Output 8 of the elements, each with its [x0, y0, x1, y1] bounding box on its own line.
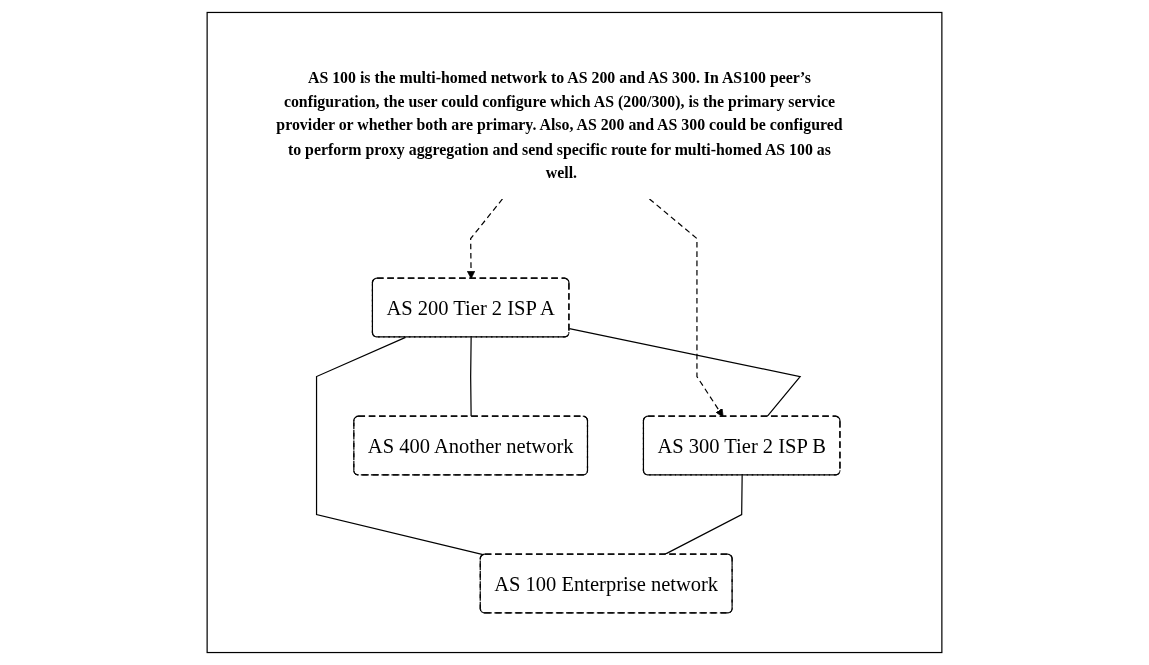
arrow — [466, 198, 504, 280]
cluster — [206, 11, 943, 654]
connector — [470, 336, 472, 418]
connector — [568, 328, 802, 418]
arrow — [648, 198, 724, 417]
connector — [663, 474, 743, 556]
node-text: AS 100 is the multi-homed network to AS 200 and AS 300. In AS100 peer’s configuration, the user could configure which AS (200/300), is the primary service provider or whether both are primary. Also, AS 200 and AS 300 could be configured to perform proxy aggregation and send specific route for multi-homed AS 100 as well. — [276, 68, 843, 182]
connector — [315, 336, 485, 556]
